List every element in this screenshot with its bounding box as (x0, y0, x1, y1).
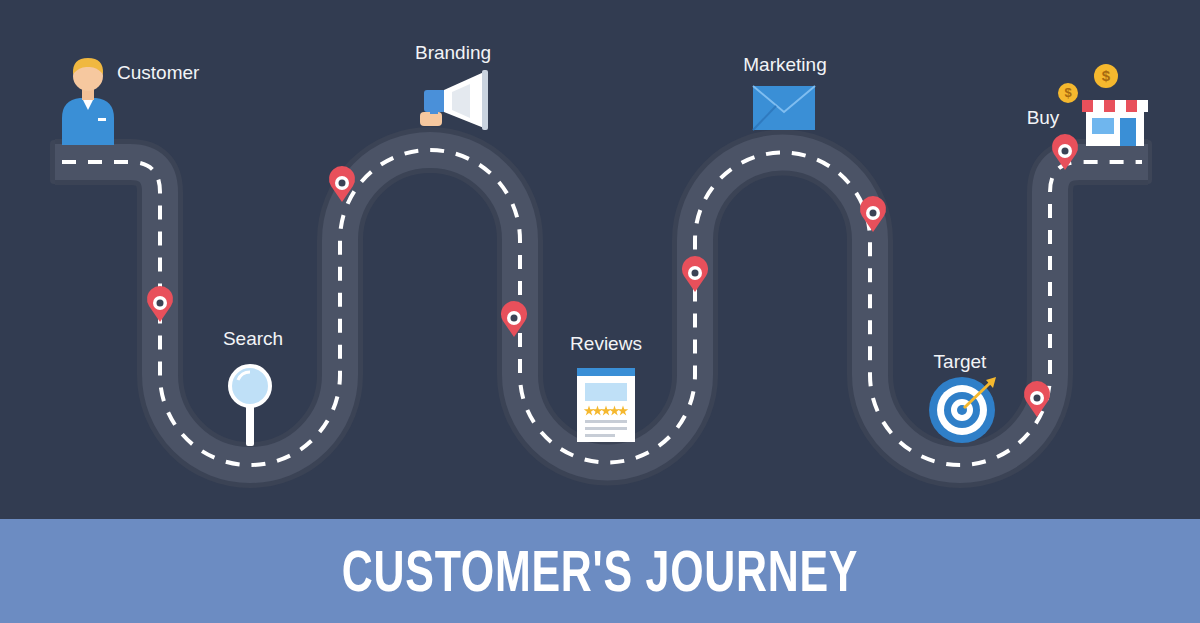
awning-stripe (1126, 100, 1137, 112)
target-icon (929, 377, 996, 443)
map-pin (682, 256, 708, 292)
awning-stripe (1082, 100, 1093, 112)
road (55, 150, 1148, 465)
stage-label: Branding (415, 43, 491, 64)
map-pins (147, 134, 1078, 417)
stage-label: Marketing (743, 55, 826, 76)
stage-label: Target (934, 352, 987, 373)
reviews-icon (577, 368, 635, 442)
stage-label: Reviews (570, 334, 642, 355)
envelope-icon (753, 86, 815, 130)
road-markings (62, 150, 1142, 465)
megaphone-icon (420, 70, 488, 130)
review-star (618, 405, 628, 415)
stage-label: Customer (117, 63, 199, 84)
diagram-title: CUSTOMER'S JOURNEY (342, 542, 858, 600)
customer-icon (62, 58, 114, 145)
map-pin (1024, 381, 1050, 417)
review-star (601, 405, 611, 415)
coin-symbol: $ (1102, 68, 1110, 85)
awning-stripe (1104, 100, 1115, 112)
road-edge (55, 150, 1148, 465)
awning-stripe (1115, 100, 1126, 112)
map-pin (147, 286, 173, 322)
coin-symbol: $ (1064, 86, 1071, 100)
awning-stripe (1137, 100, 1148, 112)
stage-label: Buy (1027, 108, 1060, 129)
map-pin (1052, 134, 1078, 170)
road-surface (55, 150, 1148, 465)
shop-icon (1058, 64, 1148, 146)
magnifier-icon (230, 366, 270, 446)
awning-stripe (1093, 100, 1104, 112)
review-star (592, 405, 602, 415)
map-pin (860, 196, 886, 232)
review-star (584, 405, 594, 415)
map-pin (501, 301, 527, 337)
map-pin (329, 166, 355, 202)
review-star (609, 405, 619, 415)
stage-label: Search (223, 329, 283, 350)
